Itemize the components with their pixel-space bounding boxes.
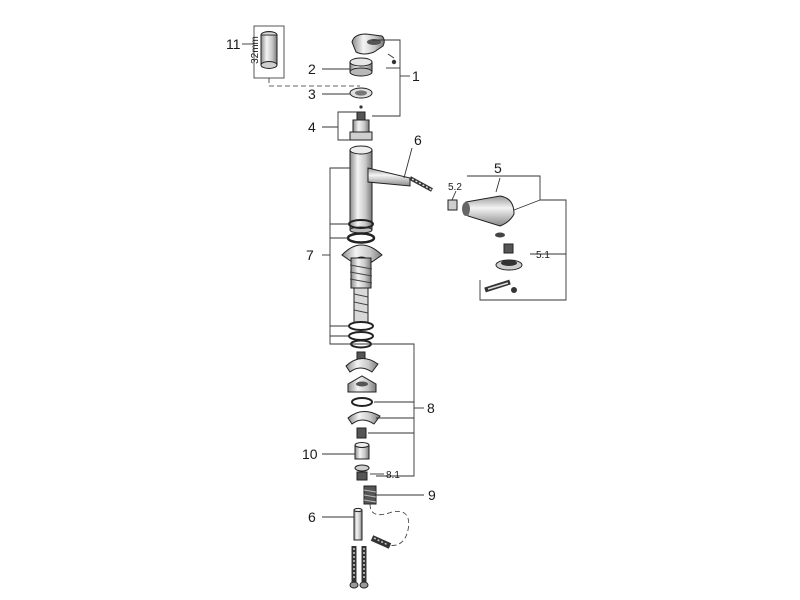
part-3-nut (349, 87, 373, 99)
callout-9: 9 (428, 487, 436, 503)
part-5-spray-head (447, 195, 515, 227)
callout-6-bottom: 6 (308, 509, 316, 525)
part-4-cartridge (349, 105, 373, 141)
supply-hoses (349, 546, 369, 589)
callout-7: 7 (306, 247, 314, 263)
callout-11: 11 (226, 36, 241, 52)
part-11-tool: 32mm (250, 25, 285, 79)
callout-1: 1 (412, 68, 420, 84)
part-7-mounting-set (341, 219, 383, 349)
callout-3: 3 (308, 86, 316, 102)
part-5-1-spray-components (484, 232, 523, 293)
part-10-nut (354, 442, 370, 481)
callout-5-2: 5.2 (448, 182, 462, 193)
part-9-hose-weight (363, 485, 377, 505)
callout-4: 4 (308, 119, 316, 135)
callout-8-1: 8.1 (386, 470, 400, 481)
hose-end (370, 535, 392, 549)
part-1-lever-handle (351, 33, 397, 65)
callout-5: 5 (494, 160, 502, 176)
callout-6-top: 6 (414, 132, 422, 148)
callout-10: 10 (302, 446, 318, 462)
part-2-cap (349, 57, 373, 77)
tool-size-label: 32mm (250, 36, 261, 64)
callout-5-1: 5.1 (536, 250, 550, 261)
callout-8: 8 (427, 400, 435, 416)
part-8-fixing-set (345, 351, 381, 439)
callout-2: 2 (308, 61, 316, 77)
part-6-supply-pipe (353, 507, 363, 541)
callout-labels: 11 2 3 1 4 6 5 5.2 5.1 7 8 8.1 10 9 6 (226, 36, 550, 525)
leader-lines (242, 39, 567, 518)
